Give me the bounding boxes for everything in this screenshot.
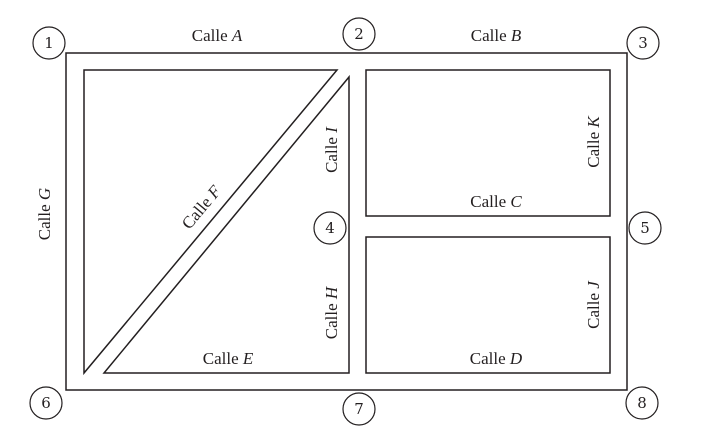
street-label-b: Calle B [471, 26, 522, 45]
street-label-j: Calle J [584, 280, 603, 329]
node-4: 4 [313, 211, 347, 245]
node-3: 3 [626, 26, 660, 60]
street-label-e: Calle E [203, 349, 254, 368]
street-label-d: Calle D [470, 349, 523, 368]
block-triangle-upper-left [83, 69, 339, 376]
node-6-label: 6 [41, 394, 51, 412]
street-label-h: Calle H [322, 285, 341, 339]
node-7-label: 7 [354, 400, 364, 418]
street-label-k: Calle K [584, 115, 603, 168]
block-triangle-lower-middle [102, 74, 350, 374]
street-label-i: Calle I [322, 126, 341, 173]
node-2: 2 [342, 17, 376, 51]
outer-boundary [65, 52, 628, 391]
block-lower-right [365, 236, 611, 374]
street-label-c: Calle C [470, 192, 522, 211]
node-7: 7 [342, 392, 376, 426]
street-label-f: Calle F [177, 181, 224, 232]
street-label-g: Calle G [35, 188, 54, 240]
block-upper-right [365, 69, 611, 217]
node-5-label: 5 [640, 219, 650, 237]
node-3-label: 3 [638, 34, 648, 52]
node-8-label: 8 [637, 394, 647, 412]
node-8: 8 [625, 386, 659, 420]
node-6: 6 [29, 386, 63, 420]
node-4-label: 4 [325, 219, 335, 237]
node-5: 5 [628, 211, 662, 245]
node-1-label: 1 [44, 34, 54, 52]
street-label-a: Calle A [192, 26, 243, 45]
node-2-label: 2 [354, 25, 364, 43]
node-1: 1 [32, 26, 66, 60]
